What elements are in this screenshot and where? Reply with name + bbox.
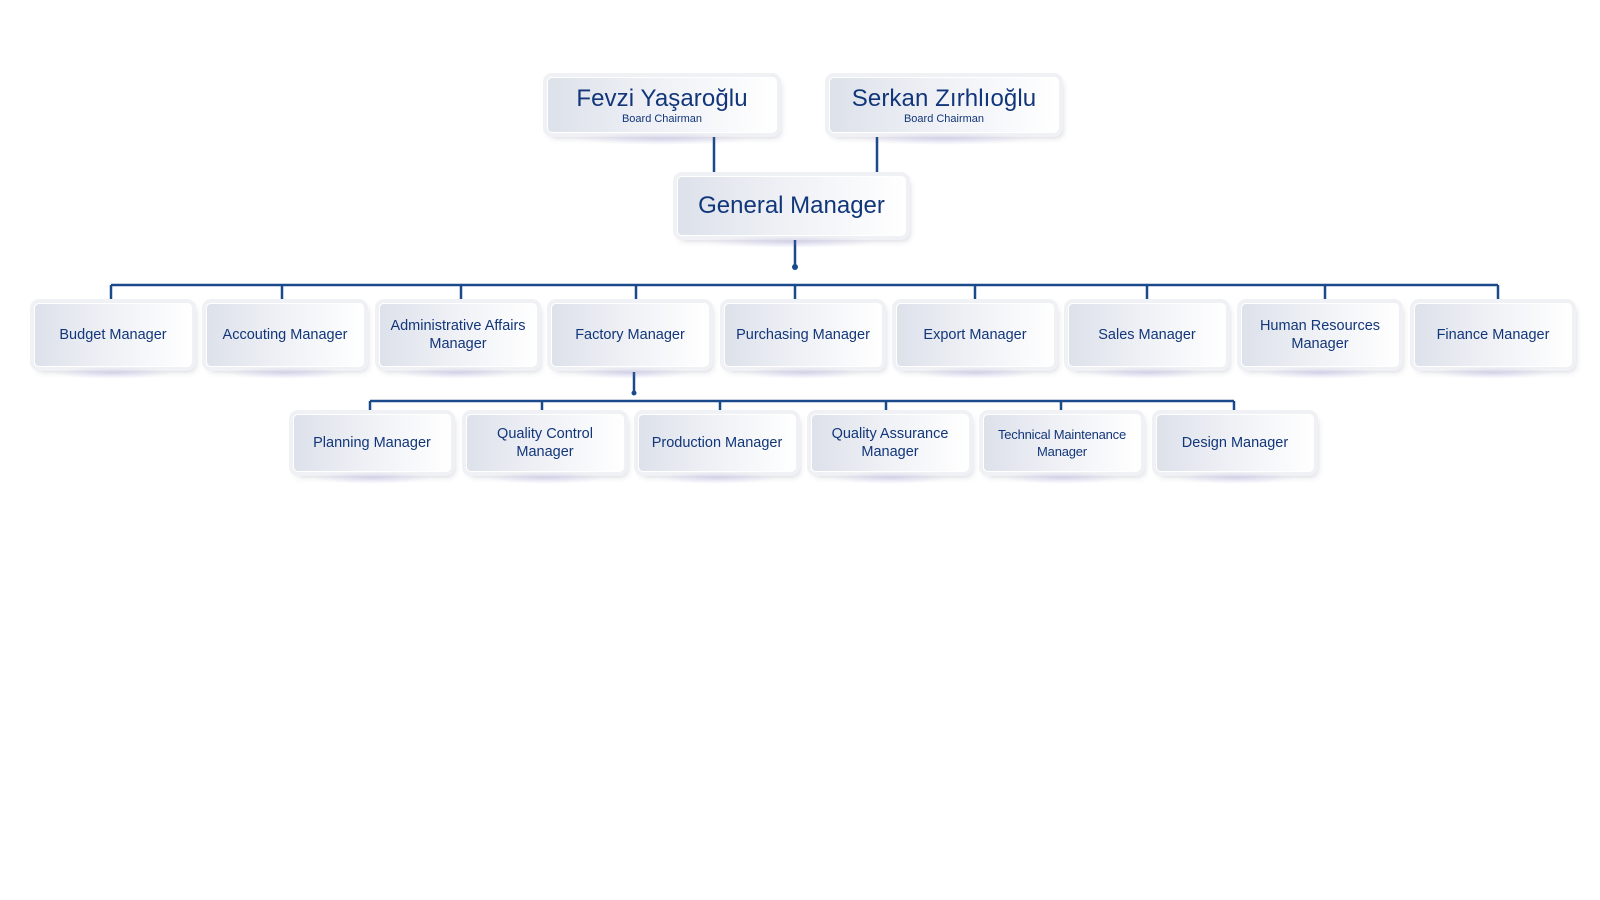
unit-node-quality-assurance: Quality Assurance Manager <box>811 414 969 484</box>
dept-label: Administrative Affairs Manager <box>390 318 526 352</box>
board-chairman-title: Board Chairman <box>903 112 985 125</box>
dept-label: Human Resources Manager <box>1259 318 1381 352</box>
unit-node-design: Design Manager <box>1156 414 1314 484</box>
unit-label: Design Manager <box>1181 435 1289 451</box>
dept-node-purchasing: Purchasing Manager <box>724 303 882 379</box>
dept-label: Accouting Manager <box>222 327 348 343</box>
general-manager-title: General Manager <box>698 192 885 219</box>
unit-node-technical-maintenance: Technical Maintenance Manager <box>983 414 1141 484</box>
dept-label: Export Manager <box>923 327 1027 343</box>
dept-node-finance: Finance Manager <box>1414 303 1572 379</box>
board-chairman-name: Fevzi Yaşaroğlu <box>576 84 748 112</box>
dept-node-budget: Budget Manager <box>34 303 192 379</box>
unit-label: Quality Control Manager <box>497 426 593 460</box>
board-chairman-name: Serkan Zırhlıoğlu <box>851 84 1037 112</box>
unit-node-production: Production Manager <box>638 414 796 484</box>
dept-node-factory: Factory Manager <box>551 303 709 379</box>
dept-node-sales: Sales Manager <box>1068 303 1226 379</box>
board-chairman-node-2: Serkan Zırhlıoğlu Board Chairman <box>829 77 1059 145</box>
dept-node-export: Export Manager <box>896 303 1054 379</box>
dept-node-human-resources: Human Resources Manager <box>1241 303 1399 379</box>
board-chairman-title: Board Chairman <box>621 112 703 125</box>
dept-label: Finance Manager <box>1436 327 1550 343</box>
unit-label: Quality Assurance Manager <box>831 426 949 460</box>
general-manager-node: General Manager <box>677 176 906 248</box>
unit-label: Technical Maintenance Manager <box>997 427 1127 459</box>
dept-label: Factory Manager <box>575 327 685 343</box>
connector-dot-factory <box>631 390 637 396</box>
dept-label: Purchasing Manager <box>736 327 870 343</box>
unit-label: Planning Manager <box>313 435 431 451</box>
unit-node-planning: Planning Manager <box>293 414 451 484</box>
connector-dot-gm <box>792 264 798 270</box>
unit-label: Production Manager <box>651 435 783 451</box>
dept-label: Sales Manager <box>1098 327 1196 343</box>
unit-node-quality-control: Quality Control Manager <box>466 414 624 484</box>
dept-node-accouting: Accouting Manager <box>206 303 364 379</box>
dept-label: Budget Manager <box>59 327 167 343</box>
board-chairman-node-1: Fevzi Yaşaroğlu Board Chairman <box>547 77 777 145</box>
dept-node-administrative-affairs: Administrative Affairs Manager <box>379 303 537 379</box>
